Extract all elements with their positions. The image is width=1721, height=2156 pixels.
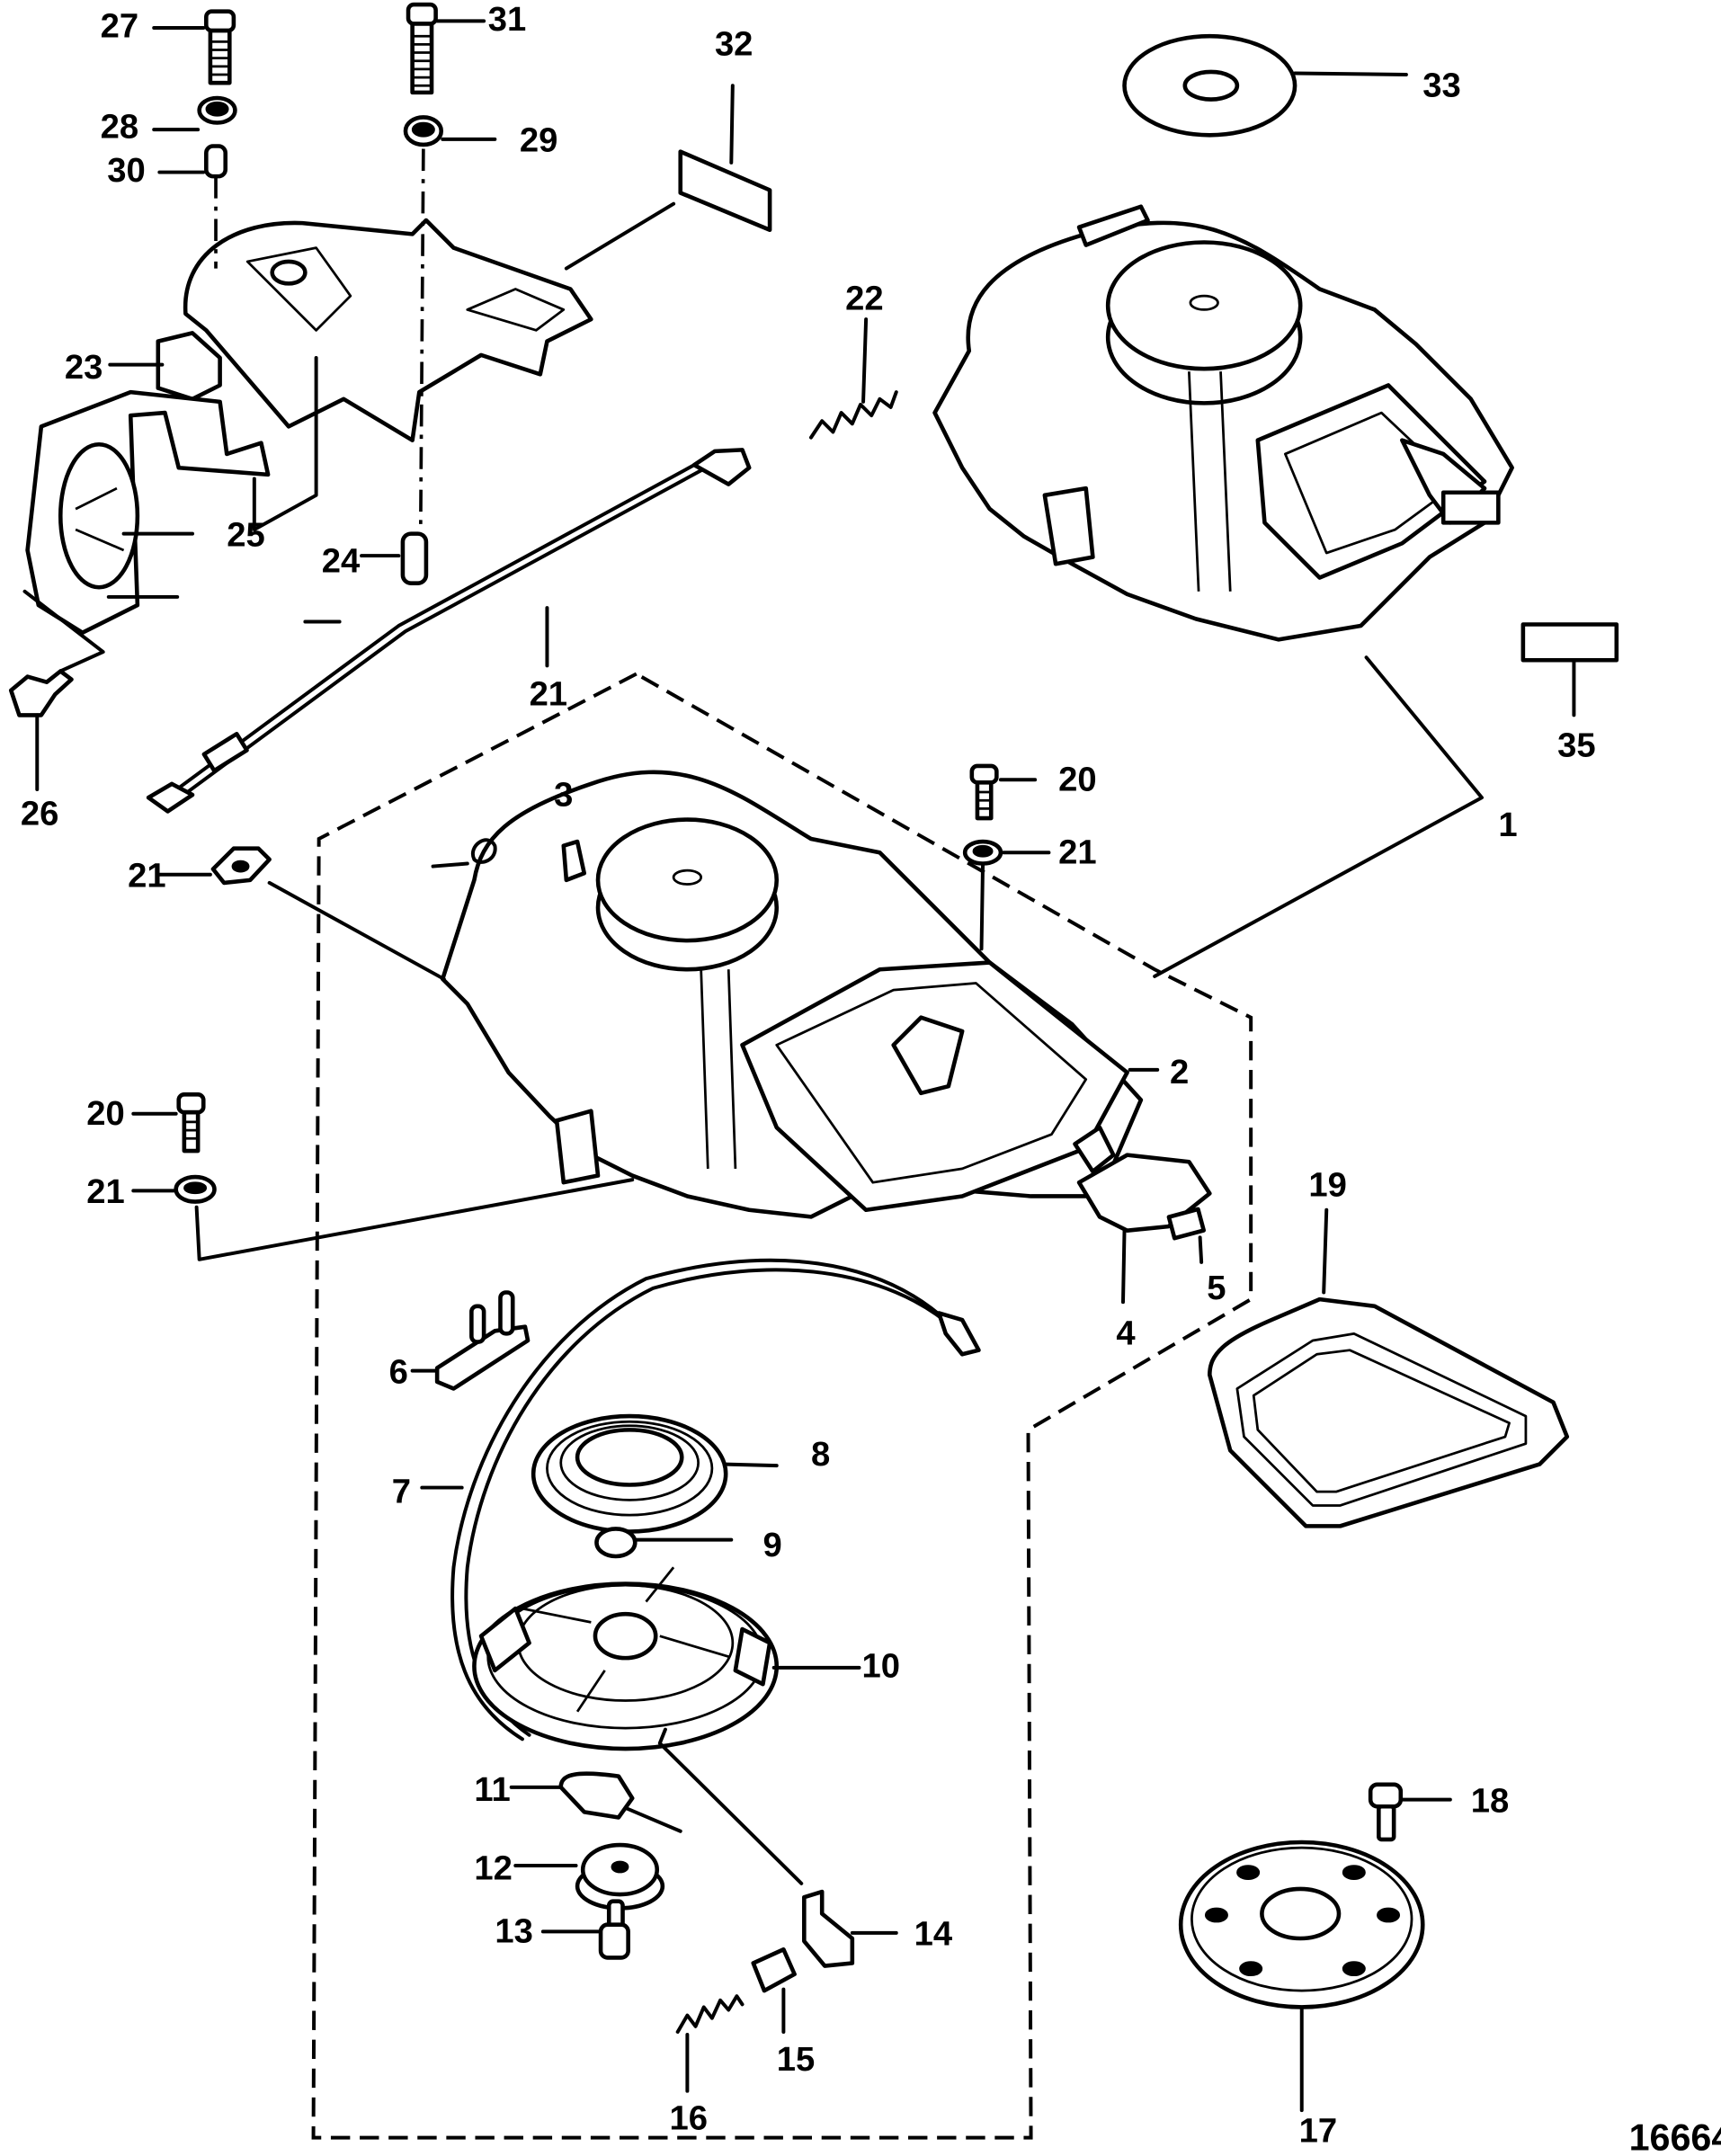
starter-assembly-1: [932, 204, 1514, 642]
callout-18: 18: [1471, 1781, 1510, 1820]
bracket-plate-25: [156, 218, 593, 442]
callout-5: 5: [1207, 1269, 1226, 1307]
recoil-spring-8: [531, 1413, 728, 1534]
screw-28: [8, 669, 74, 717]
axis-30b: [418, 148, 425, 530]
bolt-20-left: [176, 1092, 206, 1154]
pulley-10: [472, 1566, 780, 1751]
callout-24: 21: [530, 675, 568, 714]
spring-16: [675, 1994, 745, 2034]
bolt-18: [1368, 1782, 1404, 1842]
callout-26: 24: [322, 541, 361, 580]
callout-33: 32: [715, 25, 753, 64]
pawl-plate-11: [558, 1771, 635, 1820]
callout-9: 9: [762, 1526, 781, 1564]
callout-21-left: 21: [86, 1172, 124, 1211]
decal-33: [678, 149, 772, 233]
anchor-6: [434, 1290, 531, 1391]
leader-33: [729, 84, 735, 165]
label-35: [1520, 622, 1619, 663]
leader-1: [1153, 655, 1484, 978]
bolt-29: [204, 9, 236, 85]
washer-30-left: [197, 95, 237, 125]
callout-1: 1: [1498, 806, 1517, 844]
callout-10: 10: [862, 1647, 901, 1686]
spacer-26: [400, 531, 429, 585]
screw-13: [598, 1899, 630, 1960]
figure-number: 16664: [1629, 2116, 1721, 2156]
callout-25: 23: [65, 348, 103, 387]
callout-13: 13: [495, 1912, 533, 1951]
leader-25-down: [252, 355, 318, 532]
pawl-14: [802, 1889, 855, 1968]
leader-21a-b: [979, 861, 985, 951]
washer-34: [1122, 33, 1297, 138]
washer-21-left: [174, 1174, 217, 1204]
callout-32: 31: [488, 0, 527, 39]
callout-17: 17: [1299, 2111, 1338, 2150]
seal-19: [1208, 1296, 1570, 1528]
callout-14: 14: [914, 1915, 953, 1954]
callout-7: 7: [392, 1472, 411, 1510]
leader-28b: [22, 589, 105, 673]
leader-34: [1293, 71, 1408, 76]
callout-11: 11: [474, 1770, 510, 1809]
bushing-31: [204, 144, 228, 179]
bracket-27: [25, 389, 271, 635]
callout-8: 8: [811, 1435, 830, 1474]
callout-30-right: 29: [520, 121, 558, 160]
callout-6: 6: [389, 1352, 408, 1391]
spring-23: [808, 390, 898, 440]
leader-lines: [22, 19, 1576, 2113]
callout-15: 15: [777, 2040, 815, 2079]
bolt-20-right: [969, 763, 999, 821]
leader-22b: [267, 880, 446, 981]
callout-28: 26: [21, 795, 58, 833]
callout-34: 33: [1422, 66, 1461, 104]
rope-7: [450, 1258, 981, 1742]
leader-8: [724, 1462, 779, 1468]
clip-22: [210, 846, 272, 886]
leader-10b: [657, 1727, 804, 1885]
leader-5: [1198, 1235, 1204, 1264]
pin-15: [751, 1947, 797, 1993]
callout-20-left: 20: [86, 1094, 124, 1133]
leader-21b-b: [194, 1178, 635, 1261]
callout-21-right: 21: [1058, 833, 1097, 872]
callout-35: 35: [1557, 726, 1596, 764]
hub-17: [1178, 1840, 1425, 2009]
callout-3: 3: [554, 775, 573, 814]
callout-labels: 27 31 28 29 30 32 33 23 22 24 25 21 26 3…: [21, 0, 1721, 2156]
callout-4: 4: [1116, 1314, 1136, 1353]
callout-29: 27: [101, 7, 138, 46]
insert-5: [1166, 1207, 1207, 1241]
spring-3: [431, 838, 497, 869]
callout-16: 16: [670, 2098, 709, 2137]
callout-31: 30: [107, 151, 146, 190]
clip-9: [594, 1527, 638, 1559]
callout-2: 2: [1170, 1053, 1189, 1091]
callout-22: 21: [128, 857, 166, 895]
washer-30-right: [403, 115, 444, 147]
callout-23: 22: [845, 279, 884, 317]
leader-23: [861, 317, 869, 404]
exploded-boundary: [311, 672, 1253, 2140]
cable-24: [146, 448, 752, 814]
callout-19: 19: [1308, 1165, 1347, 1204]
callout-30-left: 28: [101, 107, 138, 146]
bolt-32: [406, 2, 438, 95]
washer-21-right: [962, 839, 1003, 866]
housing-2: [440, 770, 1144, 1219]
leader-19: [1322, 1207, 1329, 1295]
callout-27: 25: [227, 515, 265, 554]
leader-4: [1121, 1228, 1127, 1305]
retainer-12: [575, 1842, 665, 1911]
callout-12: 12: [474, 1849, 513, 1887]
leader-11b: [623, 1805, 682, 1833]
callout-20-right: 20: [1058, 760, 1097, 798]
leader-33b: [564, 201, 676, 271]
